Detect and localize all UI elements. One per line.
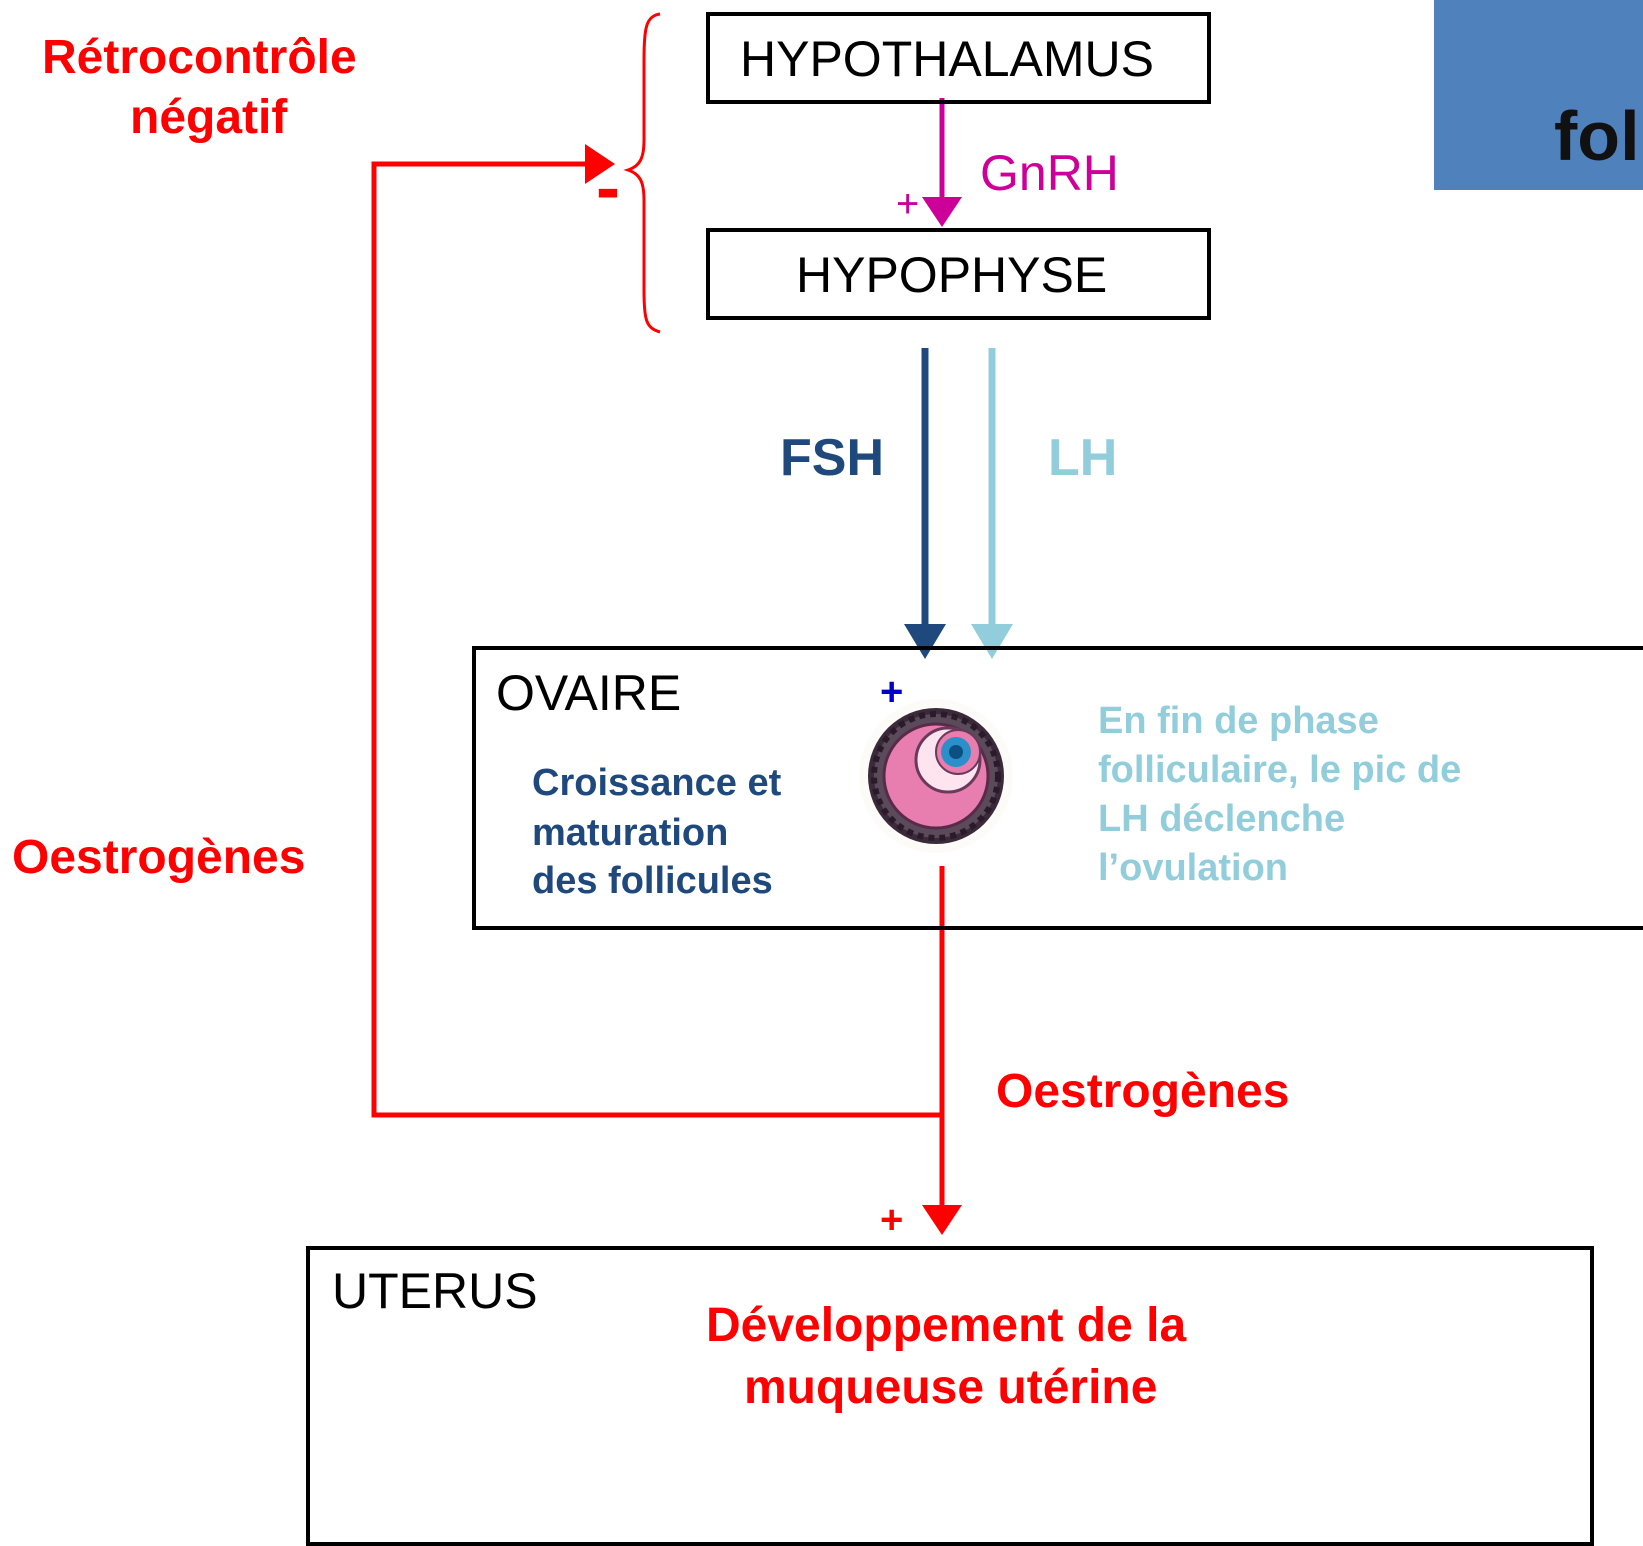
feedback-brace xyxy=(623,12,661,334)
uterus-text-line2: muqueuse utérine xyxy=(744,1361,1158,1414)
oestrogenes-uterus-label: Oestrogènes xyxy=(996,1065,1290,1118)
hypothalamus-label: HYPOTHALAMUS xyxy=(740,31,1154,87)
gnrh-label: GnRH xyxy=(980,145,1119,201)
hypophyse-label: HYPOPHYSE xyxy=(796,247,1108,303)
uterus-plus-sign: + xyxy=(880,1198,904,1242)
feedback-loop-line xyxy=(371,144,942,1118)
ovaire-label: OVAIRE xyxy=(496,665,682,721)
gnrh-plus-sign: + xyxy=(896,182,920,226)
oestrogenes-feedback-label: Oestrogènes xyxy=(12,831,306,884)
title-banner: fol xyxy=(1434,0,1643,190)
uterus-text-line1: Développement de la xyxy=(706,1299,1187,1352)
ovulation-text-line2: folliculaire, le pic de xyxy=(1098,749,1462,791)
follicle-image xyxy=(859,699,1013,853)
growth-text-line2: maturation xyxy=(532,812,729,854)
growth-text-line1: Croissance et xyxy=(532,762,782,804)
ovaire-box: OVAIRE + Croissance et maturation des fo… xyxy=(472,646,1643,930)
ovulation-text-line3: LH déclenche xyxy=(1098,798,1346,840)
lh-label: LH xyxy=(1048,429,1118,487)
feedback-label-line2: négatif xyxy=(130,91,288,144)
feedback-label-line1: Rétrocontrôle xyxy=(42,31,357,84)
ovary-plus-sign: + xyxy=(880,670,904,714)
ovulation-text-line4: l’ovulation xyxy=(1098,847,1288,889)
fsh-label: FSH xyxy=(780,429,884,487)
uterus-label: UTERUS xyxy=(332,1263,538,1319)
title-text: fol xyxy=(1554,97,1640,175)
ovulation-text-line1: En fin de phase xyxy=(1098,700,1379,742)
growth-text-line3: des follicules xyxy=(532,860,773,902)
hypothalamus-box: HYPOTHALAMUS xyxy=(706,12,1211,104)
uterus-box: UTERUS Développement de la muqueuse utér… xyxy=(306,1246,1594,1546)
feedback-minus-sign: - xyxy=(596,148,620,228)
hypophyse-box: HYPOPHYSE xyxy=(706,228,1211,320)
